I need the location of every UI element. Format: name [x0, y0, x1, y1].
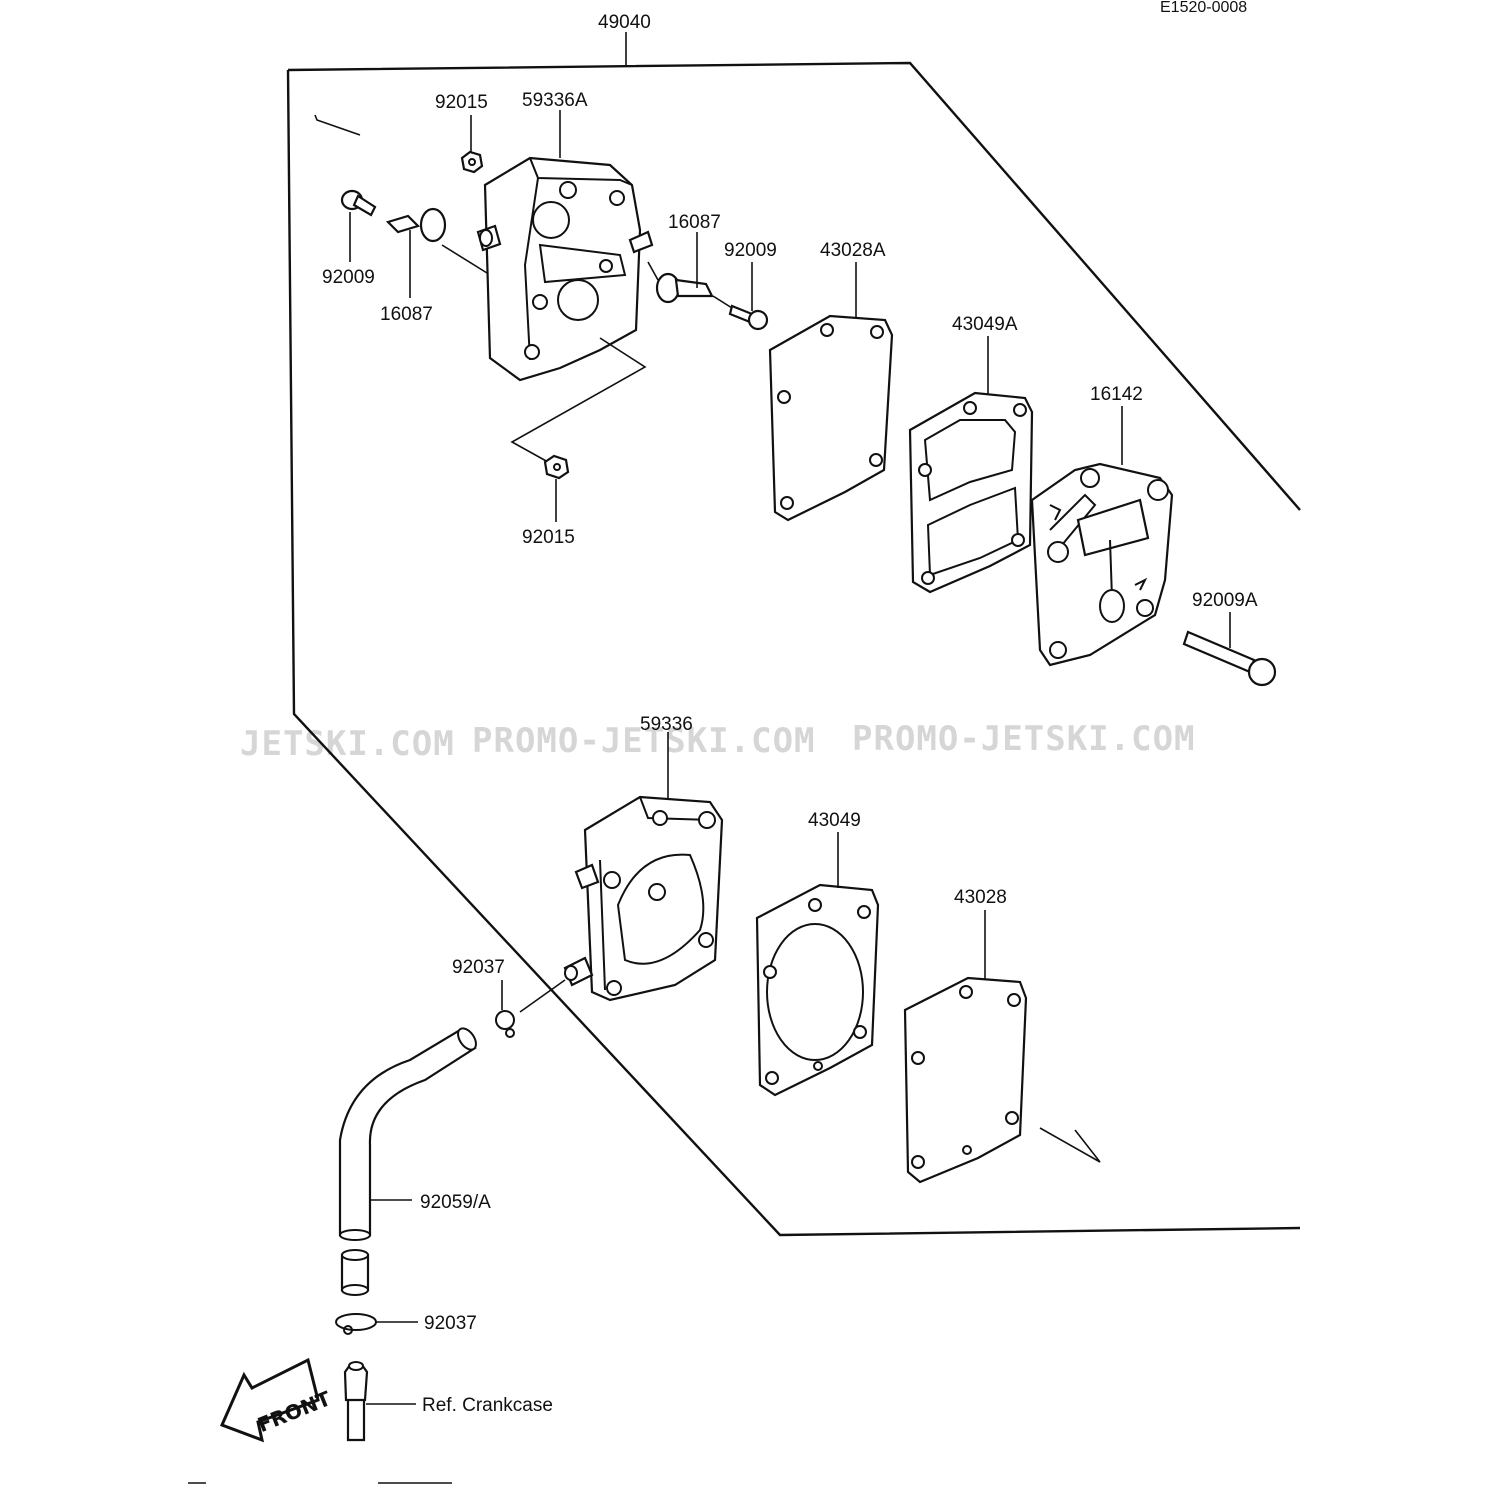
label-92009A: 92009A — [1192, 590, 1258, 611]
direction-mark-bottom — [1039, 1127, 1101, 1163]
watermark: JETSKI.COM PROMO-JETSKI.COM PROMO-JETSKI… — [240, 719, 1196, 764]
valve-16087-left: 16087 — [380, 207, 488, 325]
nut-92015-top: 92015 — [435, 92, 488, 174]
label-92059A: 92059/A — [420, 1192, 491, 1213]
label-43028: 43028 — [954, 887, 1007, 908]
assembly-boundary: 49040 — [286, 12, 1301, 1237]
label-16087-left: 16087 — [380, 304, 433, 325]
crankcase-fitting: Ref. Crankcase — [343, 1361, 553, 1442]
label-43049: 43049 — [808, 810, 861, 831]
label-92015-bottom: 92015 — [522, 527, 575, 548]
label-49040: 49040 — [598, 12, 651, 33]
label-59336: 59336 — [640, 714, 693, 735]
label-92037-top: 92037 — [452, 957, 505, 978]
gasket-43049A: 43049A — [908, 314, 1034, 594]
hose-92059A: 92059/A — [338, 1027, 491, 1241]
gasket-43028: 43028 — [903, 887, 1028, 1184]
label-92009-left: 92009 — [322, 267, 375, 288]
watermark-text-2: PROMO-JETSKI.COM — [472, 721, 816, 761]
pump-body-59336: 59336 — [563, 714, 724, 1002]
direction-mark-top — [314, 114, 361, 136]
gasket-43049: 43049 — [755, 810, 880, 1097]
label-59336A: 59336A — [522, 90, 588, 111]
label-43049A: 43049A — [952, 314, 1018, 335]
screw-92009-right: 92009 — [712, 240, 777, 331]
front-arrow: FRONT — [219, 1357, 334, 1443]
pump-body-59336A: 59336A — [476, 90, 654, 382]
label-92015-top: 92015 — [435, 92, 488, 113]
nut-92015-bottom: 92015 — [510, 337, 647, 548]
clip-92037-bottom: 92037 — [335, 1313, 477, 1335]
label-43028A: 43028A — [820, 240, 886, 261]
label-ref-crankcase: Ref. Crankcase — [422, 1395, 553, 1416]
label-16142: 16142 — [1090, 384, 1143, 405]
label-92009-right: 92009 — [724, 240, 777, 261]
gasket-43028A: 43028A — [768, 240, 894, 522]
label-92037-bottom: 92037 — [424, 1313, 477, 1334]
watermark-text-3: PROMO-JETSKI.COM — [852, 719, 1196, 759]
cover-16142: 16142 — [1030, 384, 1174, 667]
watermark-text-1: JETSKI.COM — [240, 724, 455, 764]
label-16087-right: 16087 — [668, 212, 721, 233]
bolt-92009A: 92009A — [1182, 590, 1277, 687]
clip-92037-top: 92037 — [452, 957, 566, 1038]
hose-piece — [340, 1249, 370, 1296]
screw-92009-left: 92009 — [322, 189, 377, 288]
drawing-code: E1520-0008 — [1160, 0, 1247, 16]
valve-16087-right: 16087 — [647, 212, 721, 304]
